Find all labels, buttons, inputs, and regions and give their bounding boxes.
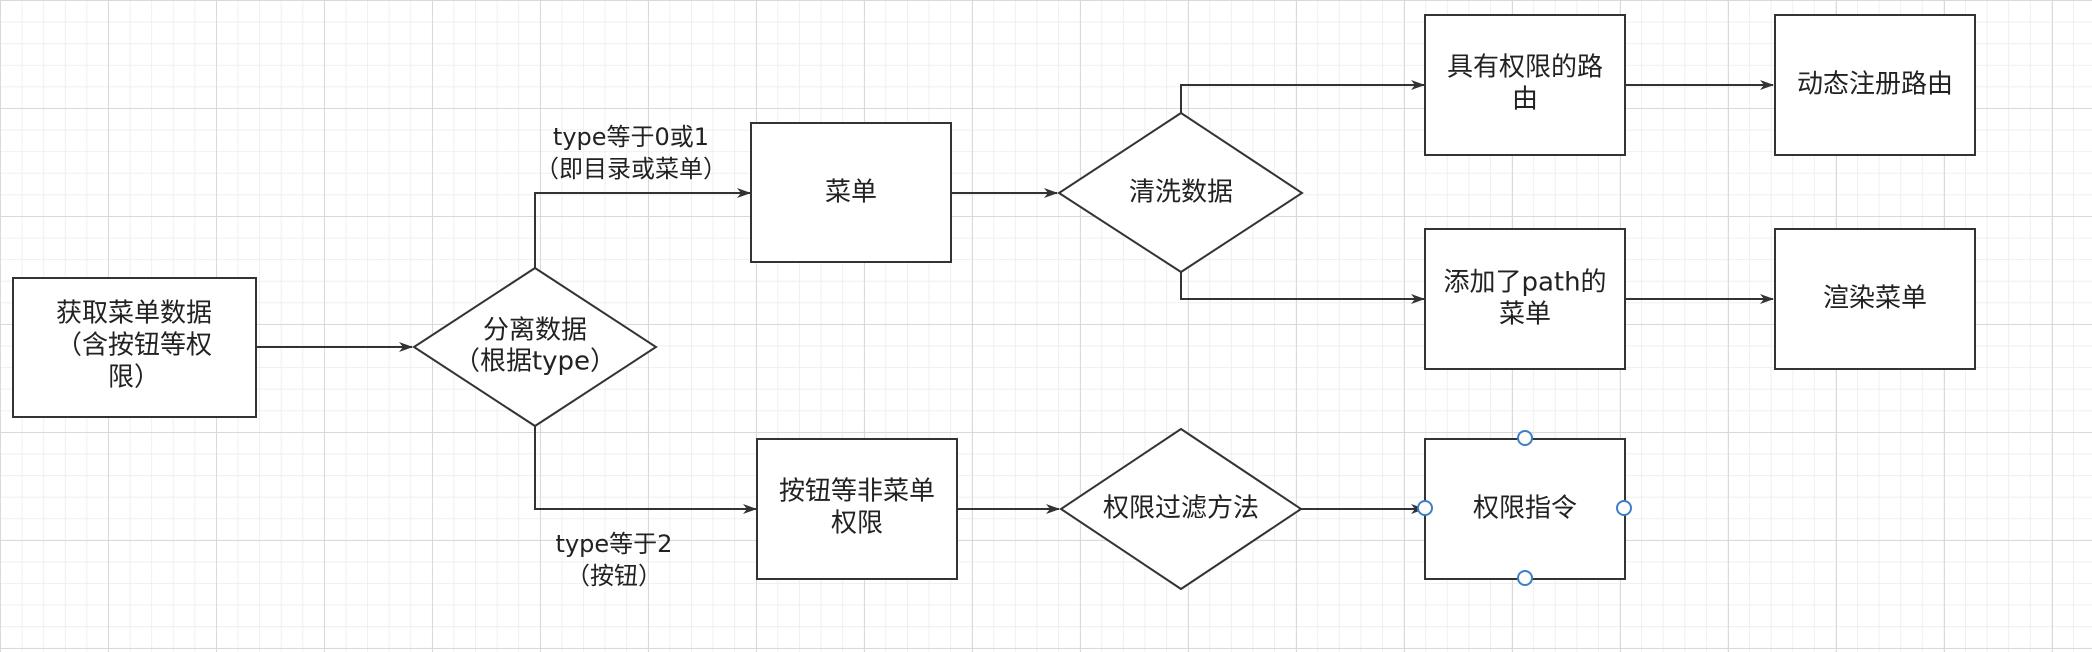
- node-label-line: 按钮等非菜单: [779, 477, 935, 507]
- node-permission-directive[interactable]: 权限指令: [1417, 430, 1632, 586]
- connection-handle-bottom[interactable]: [1517, 570, 1533, 586]
- edge-label-line: type等于2: [556, 530, 673, 558]
- node-split-data[interactable]: 分离数据 （根据type）: [412, 266, 658, 428]
- edge-clean-to-routes[interactable]: [1180, 80, 1425, 113]
- node-label-line: 具有权限的路: [1447, 53, 1603, 83]
- node-dynamic-register[interactable]: 动态注册路由: [1774, 14, 1976, 156]
- process-box: [756, 438, 958, 580]
- node-label-line: 限）: [108, 363, 160, 393]
- node-label-line: 清洗数据: [1129, 178, 1233, 208]
- process-box: [1424, 228, 1626, 370]
- decision-diamond: [1059, 427, 1303, 591]
- node-label-line: （含按钮等权: [56, 331, 212, 361]
- process-box: [1424, 438, 1626, 580]
- node-label-line: 渲染菜单: [1823, 284, 1927, 314]
- node-menu-with-path[interactable]: 添加了path的 菜单: [1424, 228, 1626, 370]
- edge-label-line: （按钮）: [566, 562, 662, 590]
- connection-handle-top[interactable]: [1517, 430, 1533, 446]
- node-label-line: （根据type）: [454, 347, 616, 377]
- node-label-line: 获取菜单数据: [56, 299, 212, 329]
- node-label-line: 菜单: [825, 178, 877, 208]
- edge-label-type-0-or-1: type等于0或1 （即目录或菜单）: [535, 123, 727, 183]
- node-render-menu[interactable]: 渲染菜单: [1774, 228, 1976, 370]
- process-box: [750, 122, 952, 263]
- node-label-line: 动态注册路由: [1797, 70, 1953, 100]
- process-box: [1774, 14, 1976, 156]
- node-get-menu-data[interactable]: 获取菜单数据 （含按钮等权 限）: [12, 277, 257, 418]
- edge-clean-to-menu-path[interactable]: [1180, 272, 1425, 304]
- connection-handle-left[interactable]: [1417, 500, 1433, 516]
- edge-label-line: （即目录或菜单）: [535, 155, 727, 183]
- node-menu[interactable]: 菜单: [750, 122, 952, 263]
- edge-split-to-menu[interactable]: [534, 188, 751, 268]
- node-clean-data[interactable]: 清洗数据: [1057, 111, 1304, 274]
- decision-diamond: [1057, 111, 1304, 274]
- node-button-permissions[interactable]: 按钮等非菜单 权限: [756, 438, 958, 580]
- process-box: [12, 277, 257, 418]
- node-label-line: 由: [1512, 85, 1538, 115]
- process-box: [1424, 14, 1626, 156]
- node-permission-filter[interactable]: 权限过滤方法: [1059, 427, 1303, 591]
- decision-diamond: [412, 266, 658, 428]
- connection-handle-right[interactable]: [1616, 500, 1632, 516]
- edge-split-to-buttons[interactable]: [534, 426, 757, 514]
- node-routes-with-permission[interactable]: 具有权限的路 由: [1424, 14, 1626, 156]
- node-label-line: 菜单: [1499, 300, 1551, 330]
- edge-label-line: type等于0或1: [553, 123, 709, 151]
- node-label-line: 权限指令: [1473, 494, 1577, 524]
- process-box: [1774, 228, 1976, 370]
- node-label-line: 权限过滤方法: [1103, 494, 1259, 524]
- node-label-line: 分离数据: [483, 316, 587, 346]
- edges: [256, 80, 1774, 514]
- node-label-line: 权限: [831, 509, 883, 539]
- edge-label-type-2: type等于2 （按钮）: [556, 530, 673, 590]
- node-label-line: 添加了path的: [1443, 268, 1606, 298]
